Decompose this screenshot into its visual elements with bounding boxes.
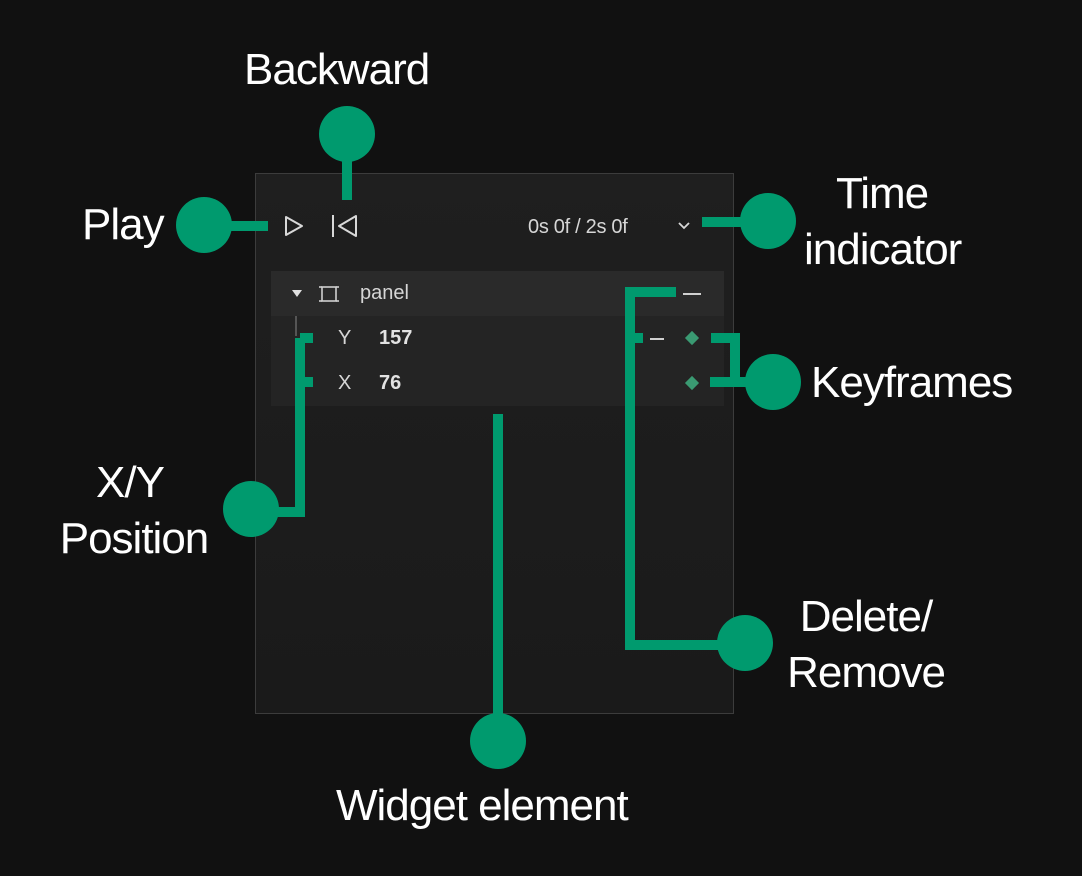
callout-delete-line2: Remove — [787, 648, 946, 697]
axis-label-y: Y — [338, 327, 352, 349]
callout-xy-line2: Position — [59, 514, 210, 563]
callout-keyframes: Keyframes — [811, 358, 1013, 407]
time-indicator-marker — [740, 193, 796, 249]
tree-row-panel[interactable]: panel — [271, 271, 724, 316]
caret-down-icon[interactable] — [291, 289, 303, 299]
chevron-down-icon[interactable] — [677, 220, 691, 232]
remove-icon[interactable] — [683, 293, 701, 295]
callout-play: Play — [82, 200, 165, 249]
callout-time-line1: Time — [836, 169, 929, 218]
play-marker — [176, 197, 232, 253]
time-indicator: 0s 0f / 2s 0f — [528, 216, 628, 238]
tree-guide-line — [295, 316, 297, 336]
widget-marker — [470, 713, 526, 769]
panel-label: panel — [360, 282, 409, 304]
play-icon[interactable] — [283, 214, 305, 238]
tree-row-y[interactable]: Y 157 — [271, 316, 724, 361]
axis-label-x: X — [338, 372, 352, 394]
tree-row-x[interactable]: X 76 — [271, 361, 724, 406]
y-value[interactable]: 157 — [379, 327, 413, 349]
x-value[interactable]: 76 — [379, 372, 402, 394]
backward-marker — [319, 106, 375, 162]
timeline-widget-panel — [255, 173, 734, 714]
callout-xy-line1: X/Y — [96, 458, 165, 507]
remove-icon[interactable] — [650, 338, 664, 340]
callout-delete-line1: Delete/ — [799, 592, 933, 641]
frame-icon — [319, 286, 339, 302]
keyframe-icon[interactable] — [684, 330, 700, 346]
callout-widget-element: Widget element — [336, 781, 629, 830]
keyframes-marker — [745, 354, 801, 410]
callout-backward: Backward — [244, 45, 430, 94]
callout-time-line2: indicator — [804, 225, 962, 274]
keyframe-icon[interactable] — [684, 375, 700, 391]
skip-backward-icon[interactable] — [330, 213, 360, 239]
